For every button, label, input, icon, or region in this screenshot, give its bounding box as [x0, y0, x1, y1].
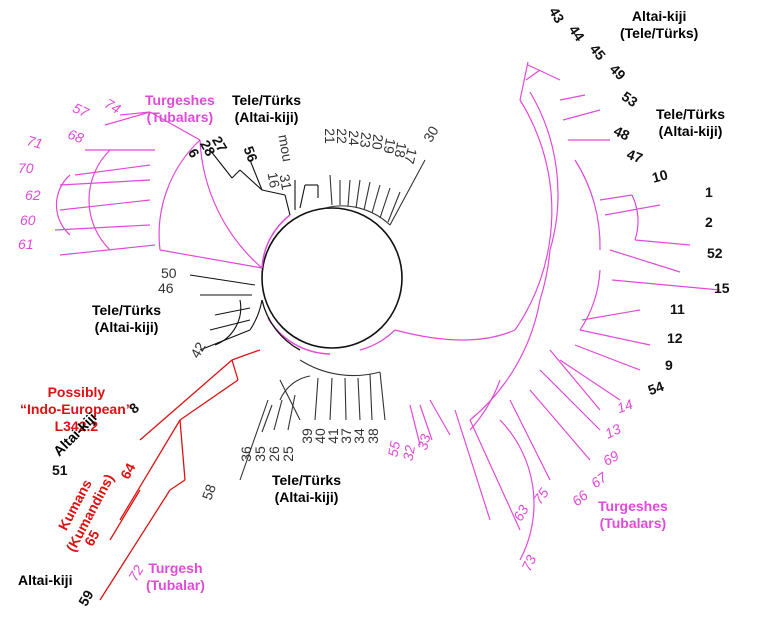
group-label-top-turgeshes: Turgeshes(Tubalars) [145, 92, 215, 126]
group-line: Turgesh [148, 560, 203, 576]
left-black-clade [189, 274, 263, 351]
group-line: Turgeshes [598, 498, 668, 514]
ring-black-arc-bottom [261, 299, 301, 351]
group-line: Altai-kiji [18, 572, 73, 588]
center-ring [261, 207, 403, 349]
leaf-62: 62 [25, 187, 41, 203]
group-label-right-turgeshes: Turgeshes(Tubalars) [598, 498, 668, 532]
group-line: (Altai-kiji) [94, 319, 159, 335]
leaf-2: 2 [705, 214, 713, 230]
upper-black-clade [209, 149, 319, 216]
upper-left-magenta-clade [54, 111, 263, 269]
upper-gray-fan [324, 159, 426, 226]
leaf-12: 12 [667, 330, 683, 346]
group-line: Possibly [47, 384, 106, 400]
group-line: (Altai-kiji) [658, 123, 723, 139]
group-line: (Tele/Türks) [620, 25, 699, 41]
leaf-55: 55 [384, 439, 404, 459]
group-line: (Tubalars) [146, 109, 214, 125]
group-line: Tele/Türks [272, 472, 341, 488]
leaf-11: 11 [670, 301, 685, 317]
leaf-35: 35 [251, 446, 268, 462]
group-line: Tele/Türks [656, 106, 725, 122]
group-label-turgesh-single: Turgesh(Tubalar) [146, 560, 205, 594]
leaf-46: 46 [158, 280, 174, 296]
leaf-50: 50 [161, 265, 177, 281]
group-label-indo-european: Possibly“Indo-European”L342.2 [20, 384, 133, 435]
group-line: Tele/Türks [92, 302, 161, 318]
leaf-38: 38 [364, 428, 381, 444]
leaf-1: 1 [705, 184, 713, 200]
leaf-36: 36 [237, 446, 254, 462]
group-line: Turgeshes [145, 92, 215, 108]
group-line: (Tubalar) [146, 577, 205, 593]
leaf-51: 51 [52, 462, 68, 478]
red-clade [99, 349, 261, 601]
group-line: (Tubalars) [599, 515, 667, 531]
group-label-right-tele: Tele/Türks(Altai-kiji) [656, 106, 725, 140]
ring-magenta-arc-right [359, 329, 396, 351]
right-magenta-clade [394, 61, 721, 561]
leaf-26: 26 [265, 446, 282, 462]
ring-magenta-arc-top [261, 214, 291, 269]
leaf-52: 52 [707, 245, 723, 261]
group-line: L342.2 [54, 418, 99, 434]
group-line: (Altai-kiji) [274, 489, 339, 505]
group-line: “Indo-European” [20, 401, 133, 417]
group-label-bottom-tele: Tele/Türks(Altai-kiji) [272, 472, 341, 506]
leaf-15: 15 [714, 280, 730, 296]
leaf-31: 31 [276, 172, 296, 192]
group-line: Tele/Türks [232, 92, 301, 108]
leaf-61: 61 [18, 236, 34, 252]
leaf-39: 39 [298, 428, 315, 444]
group-label-bottom-altai: Altai-kiji [18, 572, 72, 589]
leaf-70: 70 [18, 160, 34, 176]
lower-gray-clade [239, 359, 386, 481]
group-line: (Altai-kiji) [234, 109, 299, 125]
leaf-60: 60 [20, 212, 36, 228]
group-label-top-right-altai: Altai-kiji(Tele/Türks) [620, 8, 698, 42]
leaf-25: 25 [279, 446, 296, 462]
leaf-9: 9 [665, 357, 673, 373]
group-label-left-tele: Tele/Türks(Altai-kiji) [92, 302, 161, 336]
group-line: Altai-kiji [631, 8, 687, 24]
ring-magenta-arc-bottom [267, 317, 331, 355]
group-label-top-tele: Tele/Türks(Altai-kiji) [232, 92, 301, 126]
